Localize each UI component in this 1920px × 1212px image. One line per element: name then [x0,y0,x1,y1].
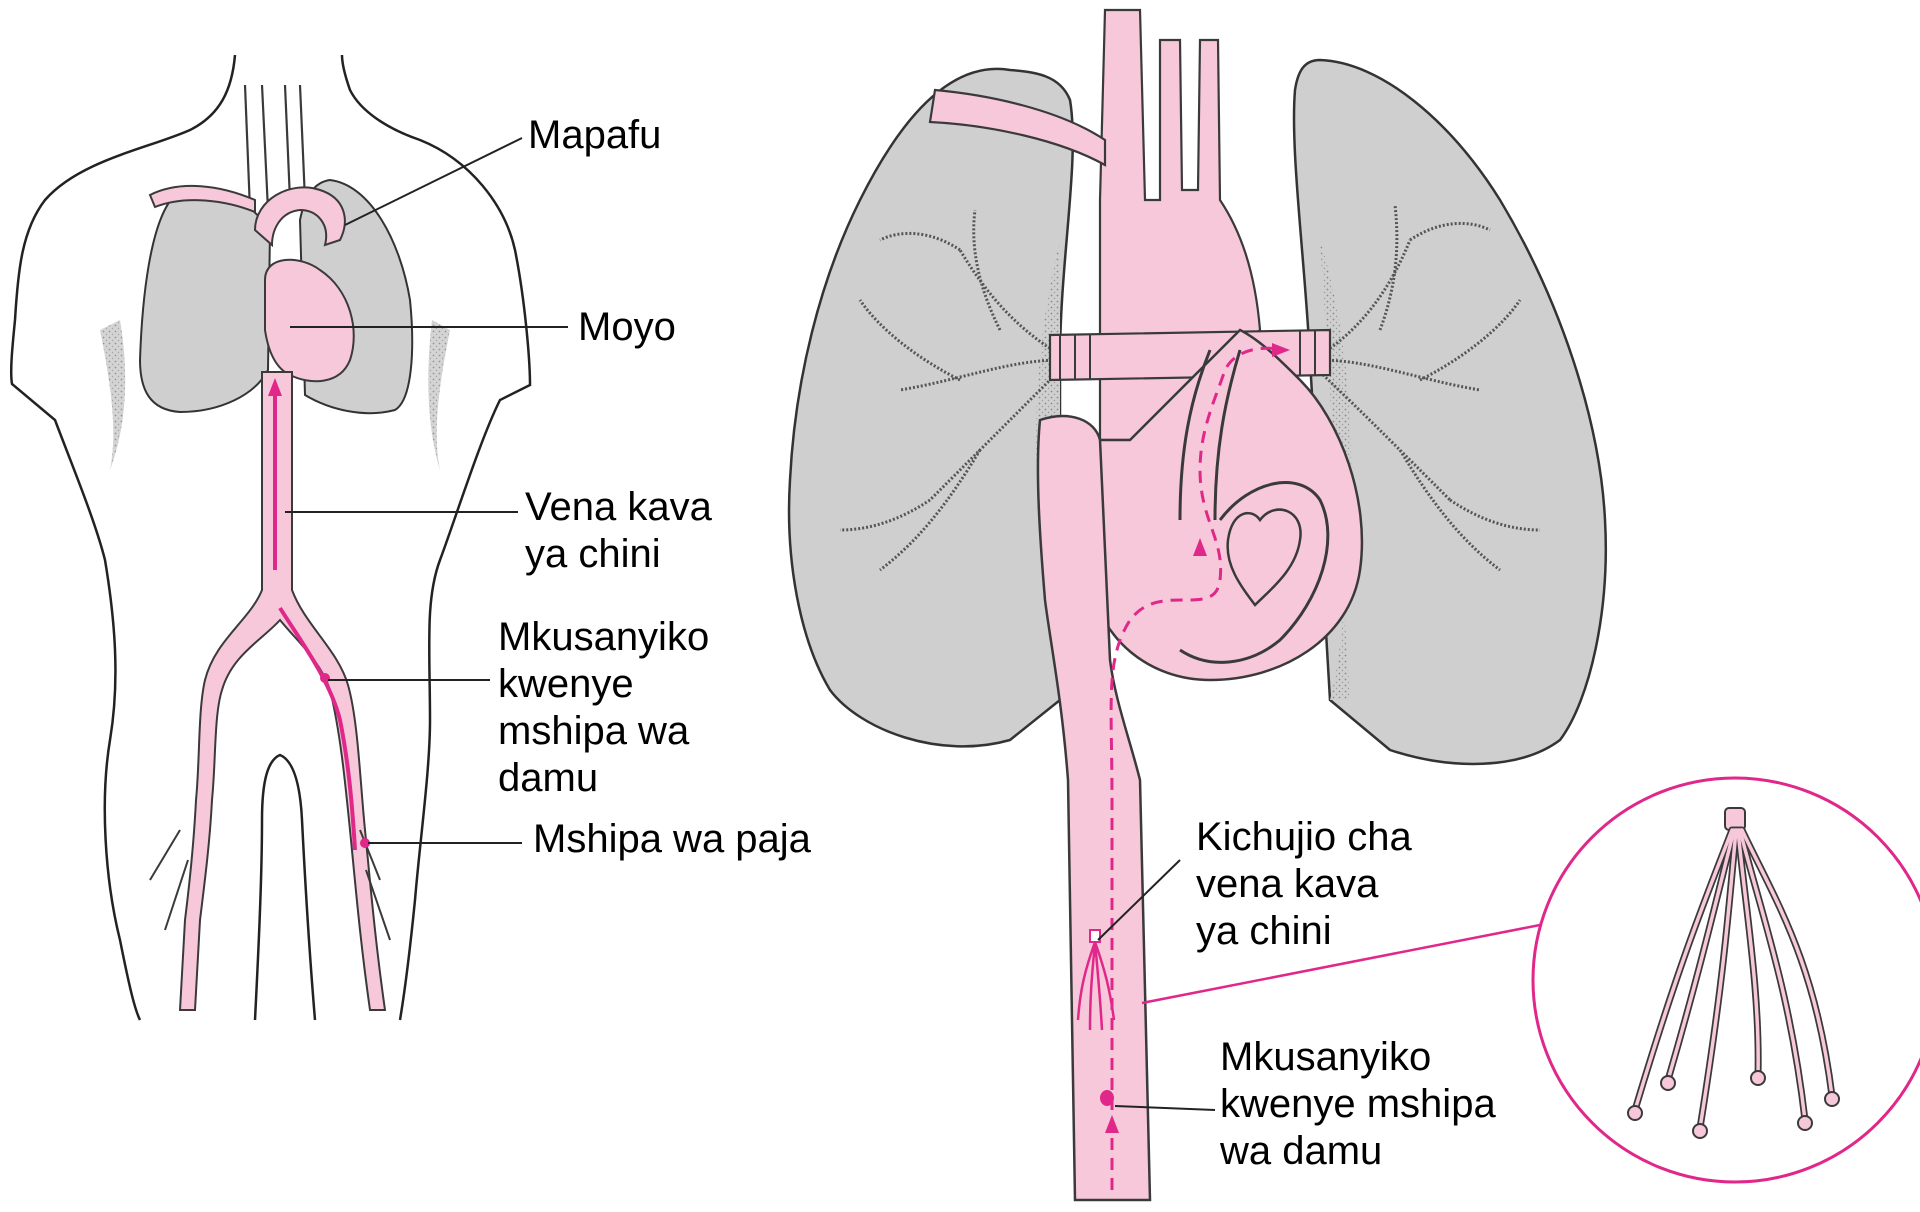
label-body-clot-line-4: damu [498,756,599,800]
heart-flow-arrow-1 [1105,1115,1119,1133]
leader-filter [1097,859,1181,941]
label-lungs-text: Mapafu [528,113,662,157]
body-shading-right [428,320,450,470]
leader-filter-magnified [1141,923,1541,1005]
heart-ventricle-wall [1179,481,1330,664]
heart-flow-arrow-2 [1193,538,1207,556]
heart-right-lung [1292,58,1607,766]
filter-leg-tips [1627,1070,1840,1139]
body-flow-arrowhead [268,378,282,396]
heart-ivc-filter [1076,929,1116,1031]
heart-chamber-heart-shape [1226,508,1302,607]
body-left-lung [138,189,272,414]
label-heart-clot-line-3: wa damu [1220,1129,1383,1173]
label-filter-line-2: vena kava [1196,862,1379,906]
heart-flow-path [1109,346,1286,1190]
heart-clot-marker [1100,1090,1114,1106]
label-ivc: Vena kava ya chini [525,484,712,578]
label-heart-clot: Mkusanyiko kwenye mshipa wa damu [1220,1034,1496,1175]
label-body-clot-line-1: Mkusanyiko [498,615,710,659]
label-filter: Kichujio cha vena kava ya chini [1196,814,1412,955]
label-ivc-line-2: ya chini [525,532,661,576]
body-shading-left [100,320,126,470]
legs-inner-outline [253,753,317,1021]
body-femoral-marker [360,838,370,848]
label-femoral-vein-text: Mshipa wa paja [533,817,811,861]
label-body-clot: Mkusanyiko kwenye mshipa wa damu [498,614,709,802]
body-neck-vessels [243,84,307,211]
body-heart [264,258,355,383]
label-filter-line-3: ya chini [1196,909,1332,953]
magnifier-circle [1531,776,1920,1184]
heart-left-lung [787,67,1075,748]
heart-brachiocephalic-branch [928,88,1107,167]
body-aortic-arch [253,186,346,248]
leader-lungs [344,137,523,226]
body-subclavian-branch [148,185,256,214]
label-ivc-line-1: Vena kava [525,485,712,529]
label-filter-line-1: Kichujio cha [1196,815,1412,859]
body-outline [9,54,532,1021]
body-figure [9,54,568,1021]
body-clot-marker [320,673,330,683]
label-lungs: Mapafu [528,112,661,159]
heart-right-bronchi [1318,204,1541,572]
label-heart-clot-line-1: Mkusanyiko [1220,1035,1432,1079]
filter-legs-fill [1633,828,1834,1130]
body-flow-line [273,385,357,851]
label-heart-clot-line-2: kwenye mshipa [1220,1082,1496,1126]
filter-magnified-view [1531,776,1920,1184]
label-heart: Moyo [578,304,676,351]
heart-pulmonary-rings [1059,330,1316,380]
heart-flow-arrow-3 [1272,343,1290,357]
label-femoral-vein: Mshipa wa paja [533,816,811,863]
label-body-clot-line-3: mshipa wa [498,709,690,753]
heart-valve-tract [1178,349,1242,521]
heart-ivc [1036,414,1152,1202]
heart-left-bronchi [839,209,1062,572]
body-leg-branches [149,829,391,941]
label-heart-text: Moyo [578,305,676,349]
body-ivc [178,371,387,1011]
leader-heart-clot [1114,1105,1216,1111]
label-body-clot-line-2: kwenye [498,662,634,706]
heart-lung-figure [787,8,1607,1202]
